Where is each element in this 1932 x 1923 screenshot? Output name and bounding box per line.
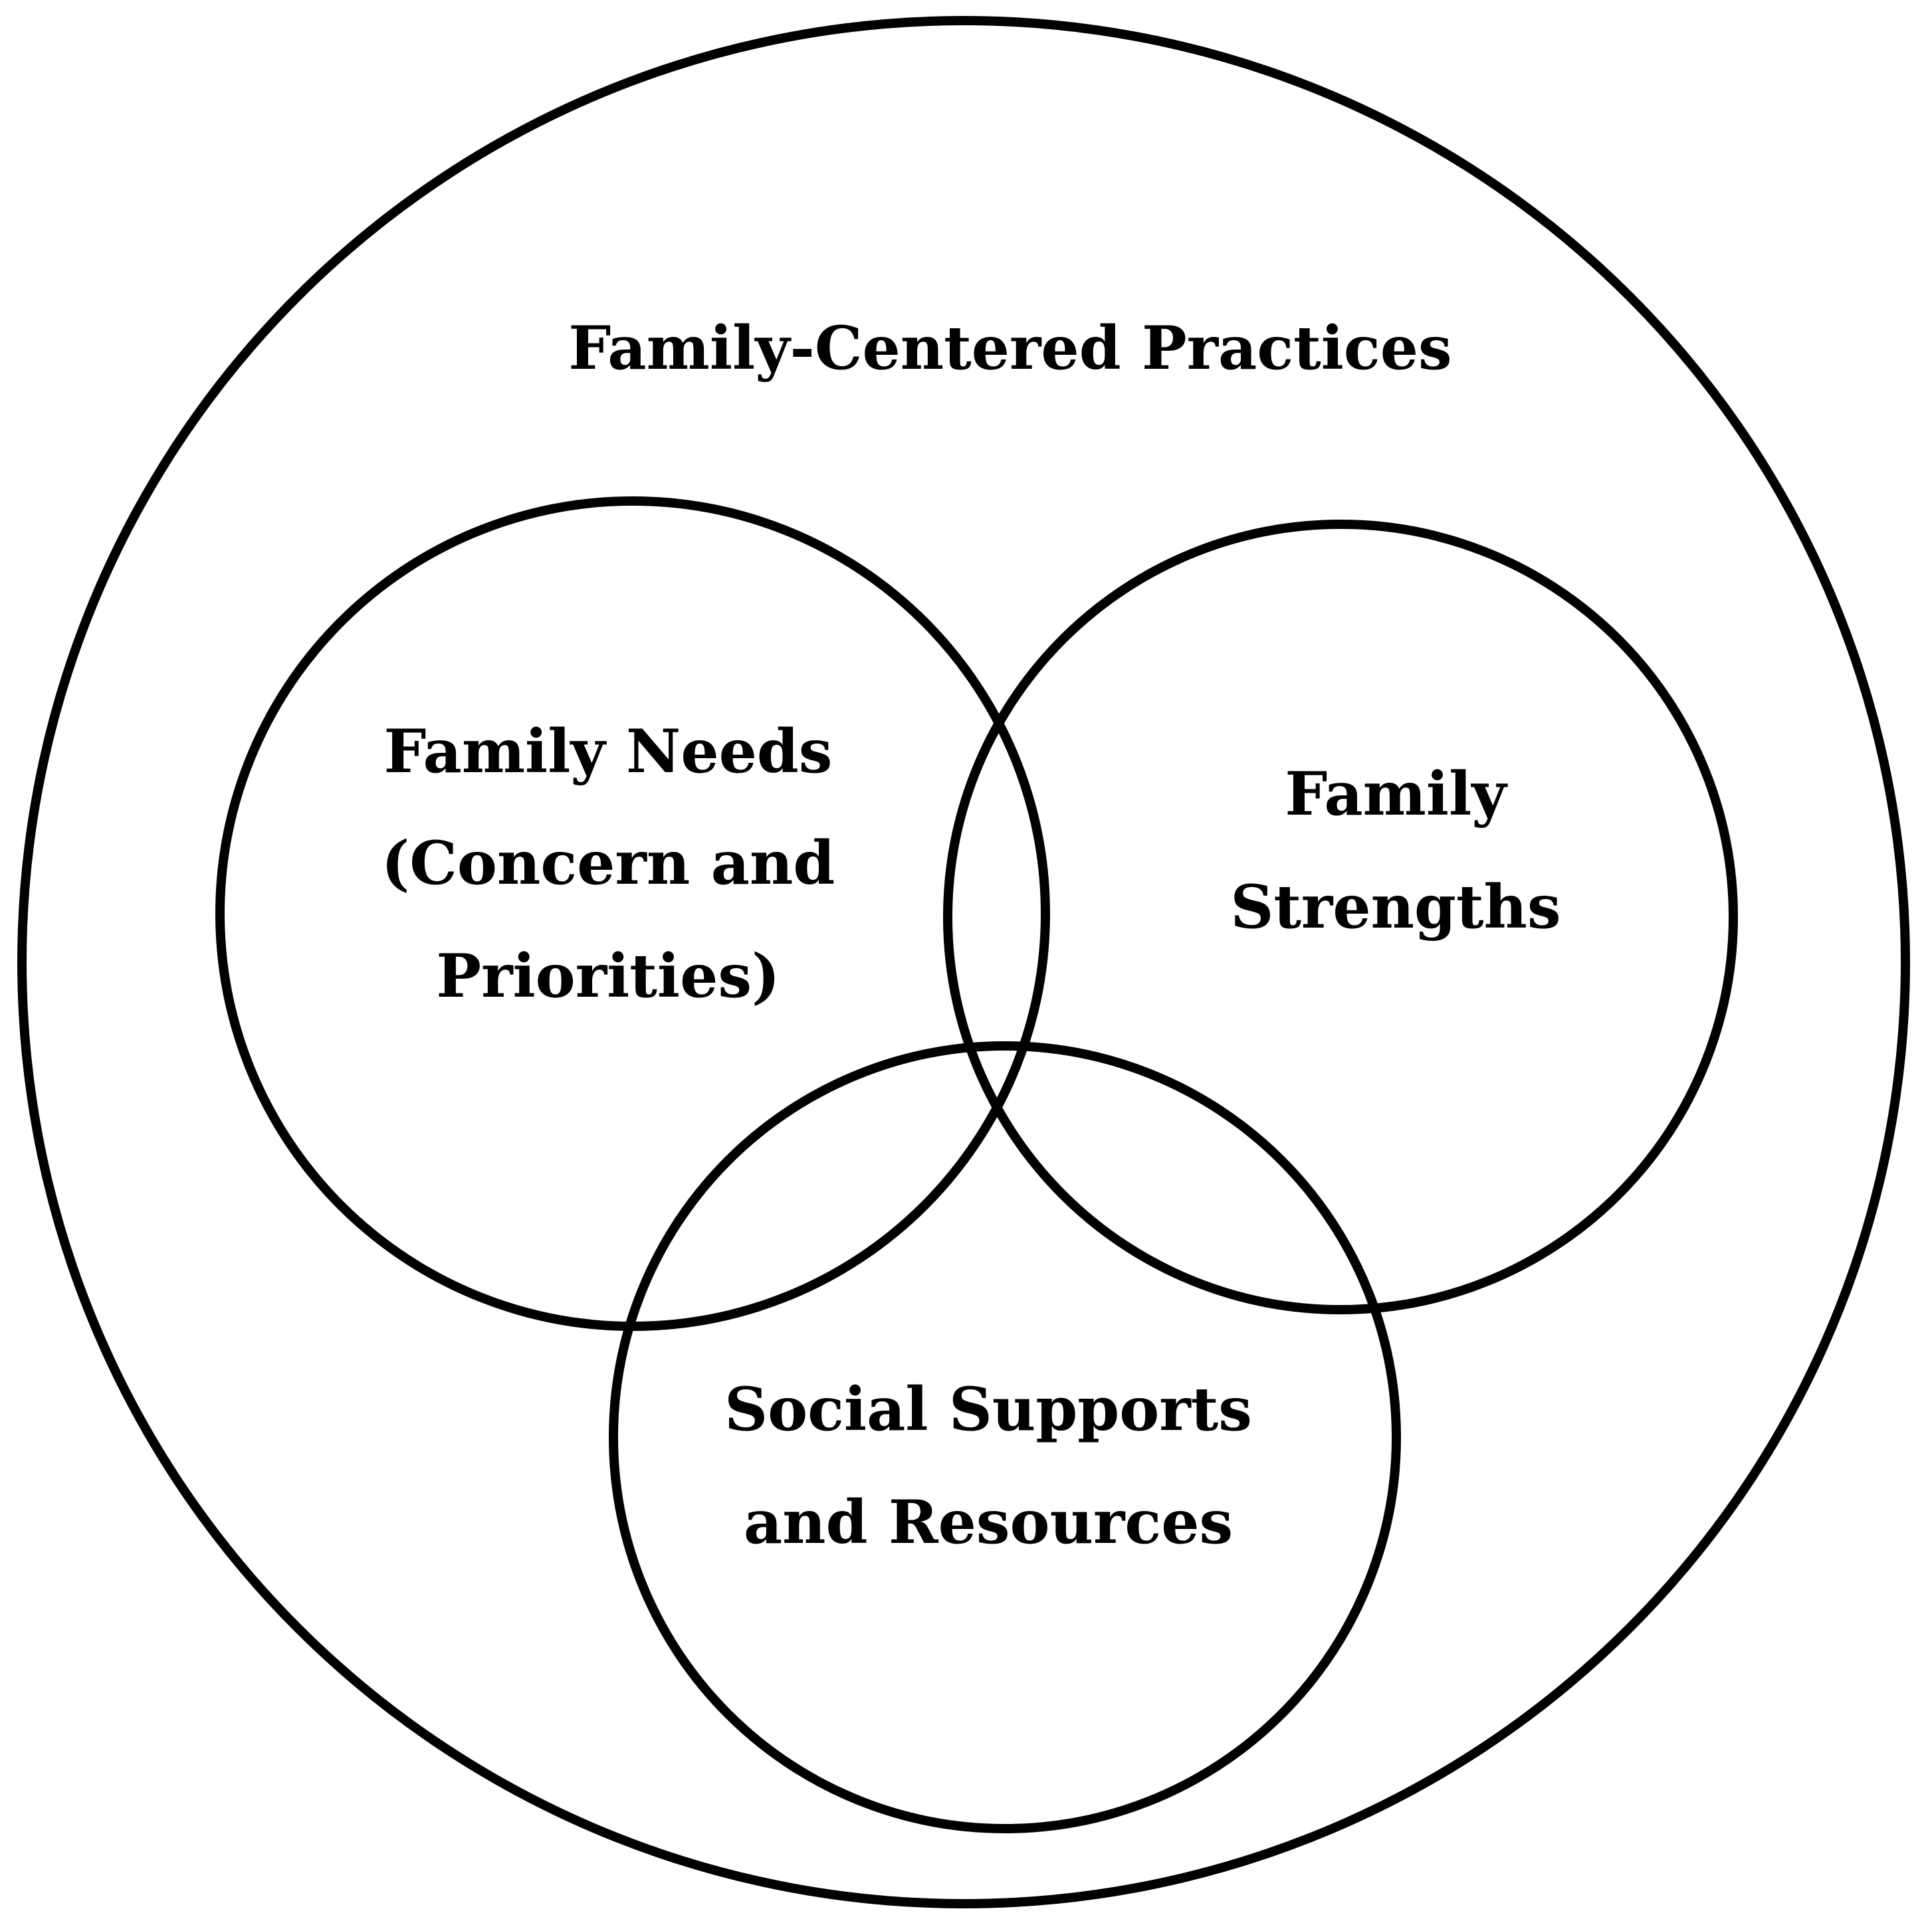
circle-family-needs bbox=[215, 496, 1050, 1331]
outer-title: Family-Centered Practices bbox=[568, 313, 1451, 383]
strengths-label-line-1: Family bbox=[1285, 759, 1508, 829]
outer-circle-family-centered-practices bbox=[17, 16, 1910, 1908]
circle-social-supports bbox=[609, 1041, 1401, 1833]
needs-label-line-3: Priorities) bbox=[436, 941, 780, 1011]
supports-label-line-1: Social Supports bbox=[724, 1374, 1252, 1445]
needs-label-line-2: (Concern and bbox=[381, 828, 835, 898]
needs-label-line-1: Family Needs bbox=[384, 716, 833, 787]
circle-family-strengths bbox=[943, 520, 1738, 1314]
strengths-label-line-2: Strengths bbox=[1230, 872, 1560, 942]
supports-label-line-2: and Resources bbox=[744, 1487, 1233, 1558]
